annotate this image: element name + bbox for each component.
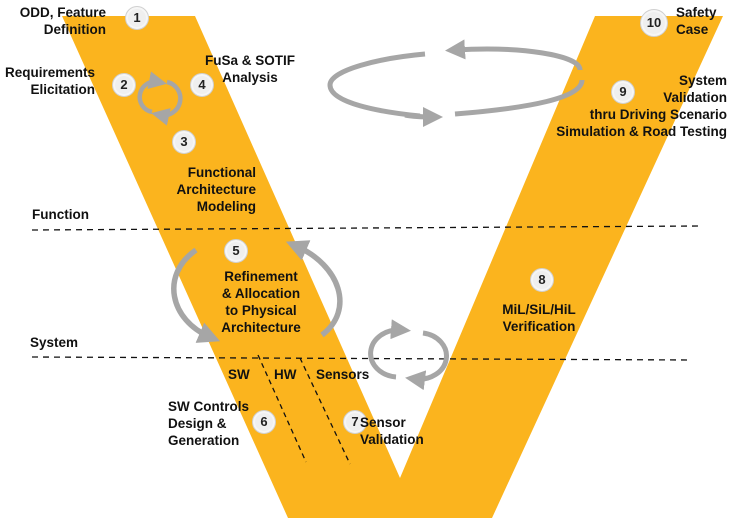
step-5-label: Refinement & Allocation to Physical Arch… [221,269,301,335]
step-4-badge: 4 [190,73,214,97]
step-3-badge: 3 [172,130,196,154]
sensors-label: Sensors [316,367,370,382]
step-6-label: SW Controls Design & Generation [168,399,249,448]
step-9-badge: 9 [611,80,635,104]
refinement-cycle-arrow-right [285,240,343,338]
step-2-badge: 2 [112,73,136,97]
step-4-label: FuSa & SOTIF Analysis [204,53,295,85]
function-level-label: Function [32,207,89,222]
step-6-badge: 6 [252,410,276,434]
hw-label: HW [274,367,297,382]
validation-loop-arrow-right [454,79,585,117]
function-divider-line [31,225,701,231]
step-9-label: System Validation thru Driving Scenario … [556,73,727,139]
req-fusa-cycle-arrow-right [151,79,183,126]
step-3-label: Functional Architecture Modeling [176,165,256,214]
step-7-badge: 7 [343,410,367,434]
step-10-badge: 10 [640,9,668,37]
step-1-badge: 1 [125,6,149,30]
req-fusa-cycle-arrow-left [137,71,167,115]
v-shape [62,16,723,518]
system-divider-line [31,356,691,361]
step-10-label: Safety Case [676,5,717,37]
sw-label: SW [228,367,250,382]
step-8-badge: 8 [530,268,554,292]
step-1-label: ODD, Feature Definition [19,5,106,37]
validation-loop-arrow-top [445,39,583,71]
step-7-label: Sensor Validation [360,415,424,447]
refinement-cycle-arrow-left [171,247,221,343]
validation-loop-arrow-bottom [404,106,443,127]
step-2-label: Requirements Elicitation [4,65,95,97]
hw-sensors-divider [299,357,351,465]
validation-loop-arrow-left [327,51,426,119]
step-8-label: MiL/SiL/HiL Verification [502,302,576,334]
sw-hw-divider [257,354,307,463]
step-5-badge: 5 [224,239,248,263]
system-level-label: System [30,335,79,350]
sensor-cycle-arrow-left [368,319,411,380]
sensor-cycle-arrow-right [405,330,449,391]
